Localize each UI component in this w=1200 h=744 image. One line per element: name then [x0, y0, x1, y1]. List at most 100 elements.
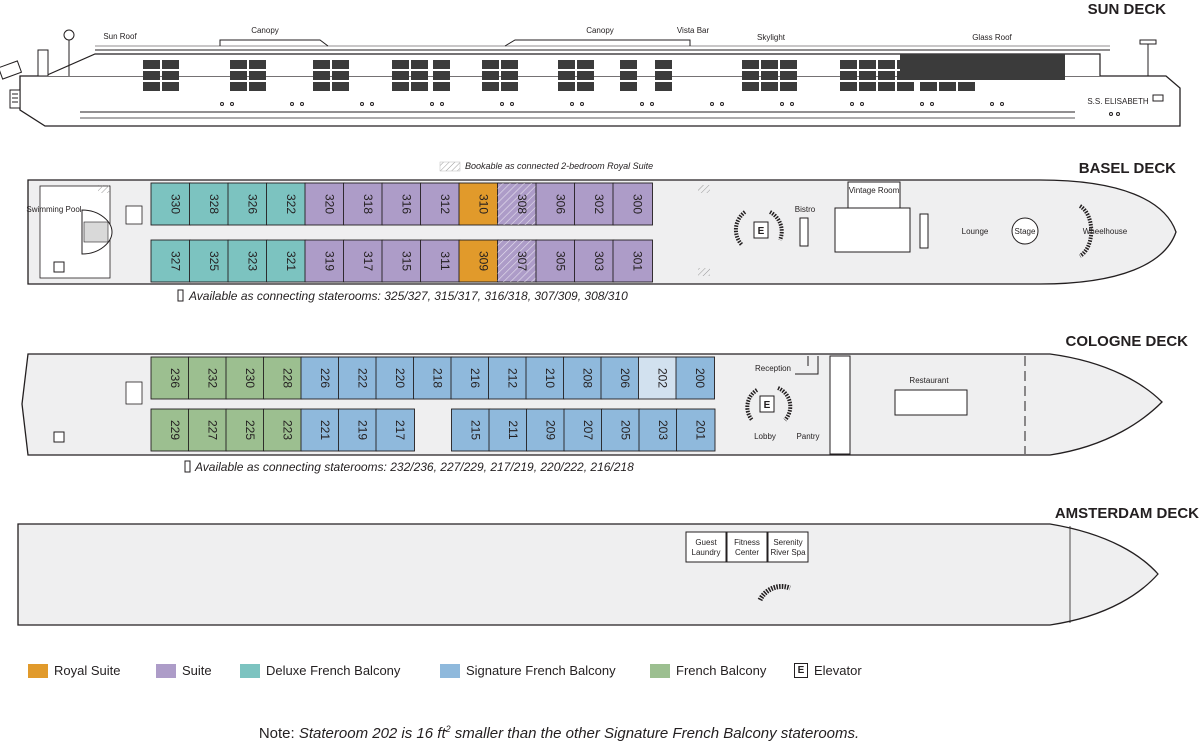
stateroom-number: 202 — [656, 368, 670, 388]
stateroom-206[interactable] — [600, 356, 640, 400]
stateroom-number: 317 — [361, 251, 375, 271]
stateroom-327[interactable] — [150, 239, 191, 283]
porthole — [230, 102, 234, 106]
amenity-room-label: River Spa — [770, 548, 806, 557]
stateroom-number: 212 — [506, 368, 520, 388]
canopy-1-shape — [219, 39, 329, 47]
stateroom-205[interactable] — [601, 408, 641, 452]
royal-suite-hatch — [497, 240, 537, 282]
stateroom-208[interactable] — [563, 356, 603, 400]
porthole — [500, 102, 504, 106]
stateroom-221[interactable] — [300, 408, 340, 452]
stateroom-219[interactable] — [338, 408, 378, 452]
stateroom-203[interactable] — [638, 408, 678, 452]
sun-window — [920, 82, 937, 91]
stateroom-326[interactable] — [227, 182, 268, 226]
canopy-2-label: Canopy — [586, 26, 614, 35]
stateroom-201[interactable] — [676, 408, 716, 452]
stateroom-322[interactable] — [266, 182, 307, 226]
stateroom-209[interactable] — [526, 408, 566, 452]
stateroom-215[interactable] — [451, 408, 491, 452]
ship-name: S.S. ELISABETH — [1087, 97, 1149, 106]
porthole — [850, 102, 854, 106]
stateroom-232[interactable] — [188, 356, 228, 400]
stateroom-225[interactable] — [225, 408, 265, 452]
sun-window — [332, 60, 349, 69]
sun-window — [313, 82, 330, 91]
stateroom-212[interactable] — [488, 356, 528, 400]
basel-elevator-symbol: E — [753, 221, 769, 239]
bistro-label: Bistro — [795, 205, 816, 214]
sun-window — [920, 60, 937, 69]
sun-window — [897, 71, 914, 80]
deck-plan: SUN DECK S.S. ELISABETH Sun Roof — [0, 1, 1199, 626]
cologne-connect-note: Available as connecting staterooms: 232/… — [194, 460, 634, 474]
stateroom-323[interactable] — [227, 239, 268, 283]
porthole — [370, 102, 374, 106]
sun-window — [230, 71, 247, 80]
stateroom-325[interactable] — [189, 239, 230, 283]
sun-window — [655, 60, 672, 69]
stateroom-217[interactable] — [375, 408, 415, 452]
stateroom-300[interactable] — [612, 182, 653, 226]
stateroom-317[interactable] — [343, 239, 384, 283]
stateroom-305[interactable] — [535, 239, 576, 283]
stateroom-310[interactable] — [458, 182, 499, 226]
sun-window — [655, 71, 672, 80]
sun-window — [761, 71, 778, 80]
sun-window — [897, 60, 914, 69]
stateroom-230[interactable] — [225, 356, 265, 400]
amenity-room — [685, 531, 727, 563]
stateroom-320[interactable] — [304, 182, 345, 226]
sun-window — [482, 82, 499, 91]
stateroom-number: 208 — [581, 368, 595, 388]
stateroom-226[interactable] — [300, 356, 340, 400]
stateroom-303[interactable] — [574, 239, 615, 283]
stateroom-220[interactable] — [375, 356, 415, 400]
stateroom-number: 230 — [243, 368, 257, 388]
stateroom-311[interactable] — [420, 239, 461, 283]
stage-label: Stage — [1015, 227, 1036, 236]
stateroom-number: 228 — [281, 368, 295, 388]
sun-window — [162, 60, 179, 69]
connect-symbol-basel — [177, 289, 184, 302]
stateroom-223[interactable] — [263, 408, 303, 452]
stateroom-216[interactable] — [450, 356, 490, 400]
glass-roof-label: Glass Roof — [972, 33, 1012, 42]
stateroom-number: 203 — [656, 420, 670, 440]
legend-item: Deluxe French Balcony — [240, 663, 400, 678]
sun-window — [958, 82, 975, 91]
amenity-room-label: Fitness — [734, 538, 760, 547]
stateroom-301[interactable] — [612, 239, 653, 283]
sun-window — [313, 60, 330, 69]
sun-window — [501, 82, 518, 91]
stateroom-312[interactable] — [420, 182, 461, 226]
legend-label: Deluxe French Balcony — [266, 663, 401, 678]
stateroom-309[interactable] — [458, 239, 499, 283]
stateroom-number: 222 — [356, 368, 370, 388]
canopy-1-label: Canopy — [251, 26, 279, 35]
porthole — [780, 102, 784, 106]
stateroom-number: 320 — [323, 194, 337, 214]
stateroom-207[interactable] — [563, 408, 603, 452]
stateroom-319[interactable] — [304, 239, 345, 283]
vista-bar-label: Vista Bar — [677, 26, 710, 35]
stateroom-222[interactable] — [338, 356, 378, 400]
stateroom-318[interactable] — [343, 182, 384, 226]
stateroom-227[interactable] — [188, 408, 228, 452]
stateroom-202[interactable] — [638, 356, 678, 400]
sun-window — [780, 82, 797, 91]
stateroom-211[interactable] — [488, 408, 528, 452]
cologne-deck-title: COLOGNE DECK — [1065, 333, 1188, 350]
stateroom-236[interactable] — [150, 356, 190, 400]
sun-window — [840, 60, 857, 69]
sun-window — [501, 60, 518, 69]
stateroom-306[interactable] — [535, 182, 576, 226]
stateroom-200[interactable] — [675, 356, 715, 400]
stateroom-number: 219 — [356, 420, 370, 440]
svg-text:E: E — [758, 226, 765, 237]
amenity-room — [767, 531, 809, 563]
